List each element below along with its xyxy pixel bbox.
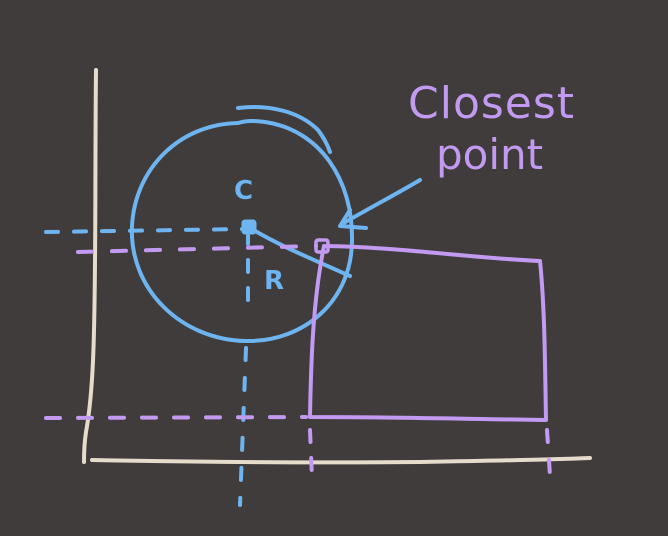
y-axis: [82, 68, 98, 464]
arrow-head: [338, 208, 368, 230]
center-horizontal-guide: [44, 227, 248, 234]
x-axis: [90, 456, 592, 465]
circle-overstroke: [236, 105, 332, 154]
rect-bottom-guide: [44, 415, 308, 420]
circle-outline: [129, 118, 355, 344]
rect-right-tick: [545, 428, 552, 478]
rectangle-outline: [308, 244, 548, 422]
point-label: point: [436, 130, 544, 179]
rect-top-guide: [76, 244, 318, 254]
closest-label: Closest: [408, 78, 576, 129]
closest-point-marker: [314, 238, 330, 254]
rect-left-tick: [308, 428, 314, 480]
circle-bottom-guide: [238, 346, 248, 507]
center-label: C: [234, 176, 254, 206]
radius-line: [248, 226, 352, 278]
radius-label: R: [264, 266, 285, 296]
arrow-shaft: [340, 178, 422, 226]
